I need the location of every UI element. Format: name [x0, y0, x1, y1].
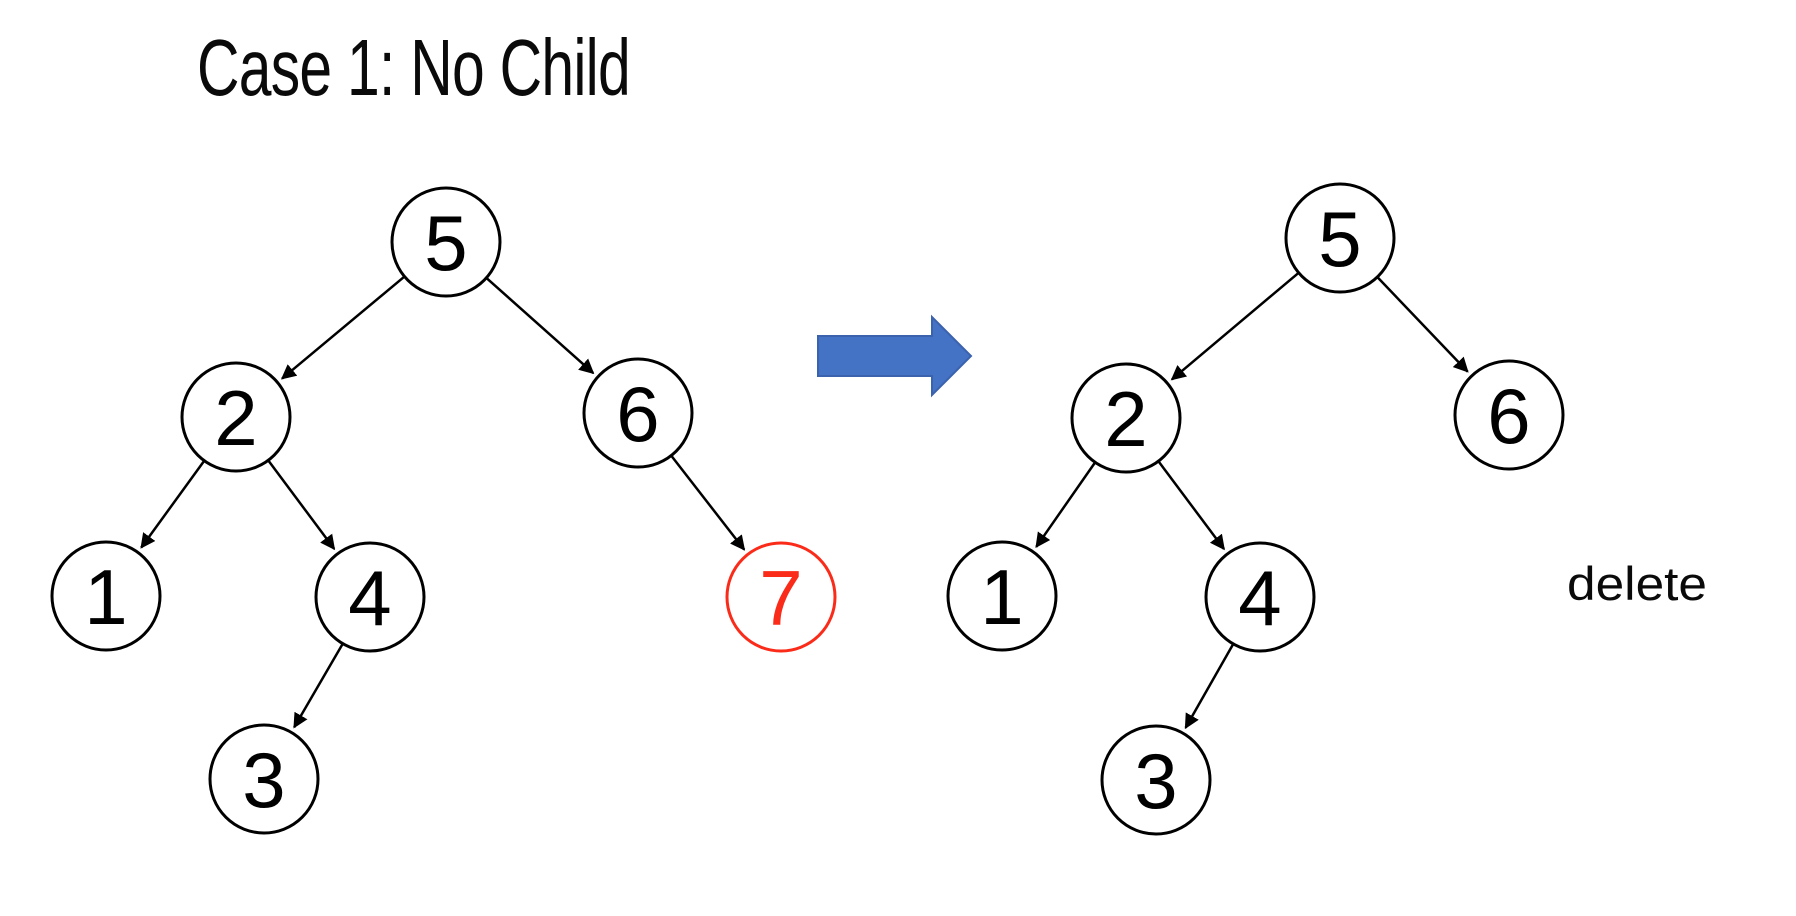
tree-node-before-5 — [390, 186, 502, 298]
tree-after: 5 2 6 1 4 3 — [946, 182, 1565, 836]
tree-before: 5 2 6 1 4 7 3 — [50, 186, 837, 835]
transition-right-arrow-icon — [817, 314, 973, 398]
edge-before-4-3 — [293, 643, 344, 729]
tree-node-label-after-6: 6 — [1487, 372, 1530, 460]
tree-node-label-before-5: 5 — [424, 199, 467, 287]
tree-node-before-4 — [314, 541, 426, 653]
edge-after-5-6 — [1377, 276, 1469, 373]
tree-node-label-before-4: 4 — [348, 554, 391, 642]
tree-node-after-2 — [1070, 362, 1182, 474]
tree-node-label-after-5: 5 — [1318, 195, 1361, 283]
edge-before-5-2 — [280, 276, 405, 380]
tree-node-label-after-2: 2 — [1104, 375, 1147, 463]
tree-node-label-after-4: 4 — [1238, 554, 1281, 642]
tree-node-label-before-3: 3 — [242, 736, 285, 824]
tree-node-after-5 — [1284, 182, 1396, 294]
tree-node-label-before-2: 2 — [214, 374, 257, 462]
tree-node-after-3 — [1100, 724, 1212, 836]
tree-node-before-3 — [208, 723, 320, 835]
edge-after-5-2 — [1170, 272, 1299, 381]
tree-node-label-after-3: 3 — [1134, 737, 1177, 825]
tree-node-before-1 — [50, 540, 162, 652]
edge-before-2-4 — [267, 460, 336, 551]
tree-node-label-before-7: 7 — [759, 554, 802, 642]
edge-before-6-7 — [670, 455, 746, 551]
delete-label: delete — [1567, 557, 1707, 610]
edge-after-4-3 — [1184, 644, 1234, 730]
tree-node-label-after-1: 1 — [980, 553, 1023, 641]
edge-after-2-4 — [1157, 461, 1226, 551]
tree-node-after-4 — [1204, 541, 1316, 653]
tree-node-label-before-1: 1 — [84, 553, 127, 641]
tree-node-after-6 — [1453, 359, 1565, 471]
tree-node-label-before-6: 6 — [616, 370, 659, 458]
edge-before-2-1 — [140, 460, 205, 549]
tree-node-before-7-highlighted — [725, 541, 837, 653]
tree-node-before-2 — [180, 361, 292, 473]
edge-after-2-1 — [1035, 462, 1096, 549]
tree-node-after-1 — [946, 540, 1058, 652]
slide-title: Case 1: No Child — [197, 23, 630, 112]
edge-before-5-6 — [486, 277, 595, 375]
tree-node-before-6 — [582, 357, 694, 469]
